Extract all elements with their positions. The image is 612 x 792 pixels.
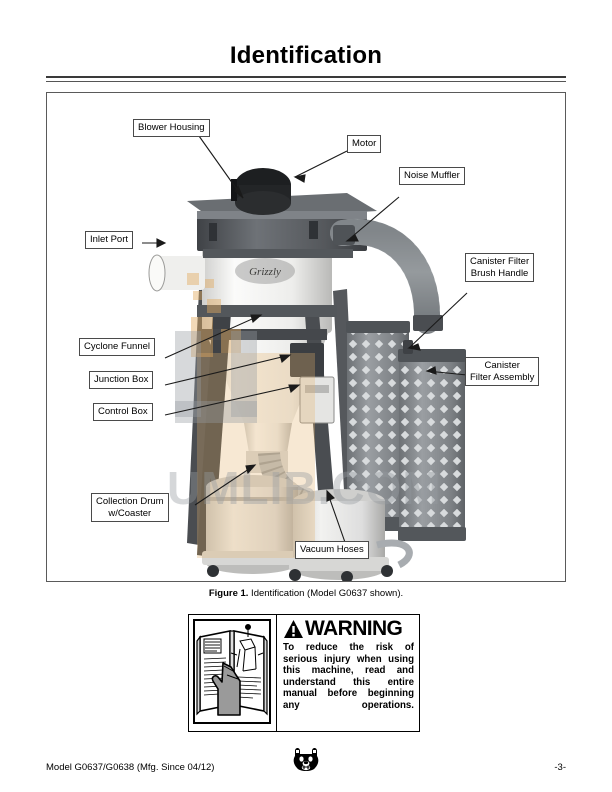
identification-figure: Grizzly: [46, 92, 566, 582]
footer-model-text: Model G0637/G0638 (Mfg. Since 04/12): [46, 762, 215, 773]
warning-content: WARNING To reduce the risk of serious in…: [277, 615, 419, 731]
callout-collection-drum[interactable]: Collection Drum w/Coaster: [91, 493, 169, 522]
bear-head-icon: [293, 748, 319, 771]
casters: [207, 565, 393, 581]
callout-cyclone-funnel[interactable]: Cyclone Funnel: [79, 338, 156, 356]
page-footer: Model G0637/G0638 (Mfg. Since 04/12) -3-: [46, 748, 566, 784]
warning-triangle-icon: [284, 620, 303, 638]
collection-drum: [202, 475, 389, 580]
title-rule-group: [46, 76, 566, 82]
motor: [231, 168, 291, 215]
callout-vacuum-hoses[interactable]: Vacuum Hoses: [295, 541, 369, 559]
callout-blower-housing[interactable]: Blower Housing: [133, 119, 210, 137]
callout-control-box[interactable]: Control Box: [93, 403, 153, 421]
figure-caption-text: Identification (Model G0637 shown).: [248, 588, 404, 599]
footer-page-number: -3-: [554, 762, 566, 773]
callout-inlet-port[interactable]: Inlet Port: [85, 231, 134, 249]
page-title: Identification: [229, 42, 383, 69]
noise-muffler-part: [333, 225, 355, 245]
figure-caption-label: Figure 1.: [208, 588, 249, 599]
figure-caption: Figure 1. Identification (Model G0637 sh…: [0, 588, 612, 599]
canister-filters: [346, 321, 466, 541]
warning-header: WARNING: [283, 618, 414, 640]
callout-canister-filter-assembly[interactable]: Canister Filter Assembly: [465, 357, 540, 386]
title-rule-thin: [46, 81, 566, 82]
warning-box: WARNING To reduce the risk of serious in…: [188, 614, 420, 732]
read-manual-icon: [193, 619, 271, 724]
callout-junction-box[interactable]: Junction Box: [89, 371, 154, 389]
read-manual-illustration: [189, 615, 277, 731]
callout-noise-muffler[interactable]: Noise Muffler: [399, 167, 465, 185]
svg-text:Grizzly: Grizzly: [249, 266, 281, 278]
title-rule-thick: [46, 76, 566, 78]
callout-motor[interactable]: Motor: [347, 135, 382, 153]
junction-box-part: [290, 343, 324, 377]
warning-title: WARNING: [305, 617, 403, 640]
callout-canister-filter-brush-handle[interactable]: Canister Filter Brush Handle: [465, 253, 535, 282]
inlet-port: [148, 254, 205, 292]
warning-text: To reduce the risk of serious injury whe…: [283, 642, 414, 711]
control-box-part: [299, 376, 335, 424]
grizzly-bear-logo: [291, 746, 321, 779]
